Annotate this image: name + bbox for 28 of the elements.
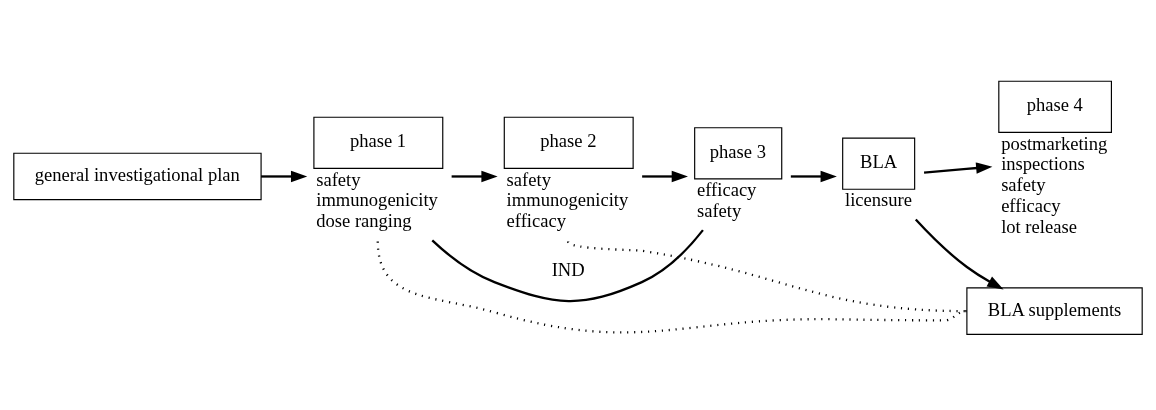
node-label: postmarketing (1001, 132, 1108, 154)
node-label: safety (696, 199, 742, 221)
node-label: dose ranging (316, 209, 412, 231)
node-label: efficacy (1001, 194, 1061, 216)
edge-label: IND (551, 258, 585, 280)
connector (567, 240, 967, 312)
node-label: lot release (1001, 215, 1077, 237)
node-label: licensure (845, 188, 912, 210)
node-label: safety (506, 168, 551, 190)
node-label: efficacy (506, 209, 567, 231)
arrow (642, 170, 688, 182)
connector (376, 240, 968, 333)
arrow (790, 170, 837, 182)
arrow (261, 170, 308, 182)
node-box: phase 1 (313, 116, 444, 169)
node-box: BLA supplements (966, 286, 1143, 335)
node-box: phase 3 (694, 126, 783, 179)
node-label: safety (316, 168, 361, 190)
arrow (923, 161, 993, 174)
node-box: BLA (842, 137, 916, 190)
arrow (914, 218, 1004, 289)
node-label: safety (1001, 173, 1046, 195)
node-box: general investigational plan (13, 152, 262, 200)
node-box: phase 4 (998, 80, 1112, 133)
node-box: phase 2 (503, 116, 634, 169)
connector (431, 228, 704, 302)
node-label: efficacy (696, 178, 757, 200)
arrow (451, 170, 498, 182)
